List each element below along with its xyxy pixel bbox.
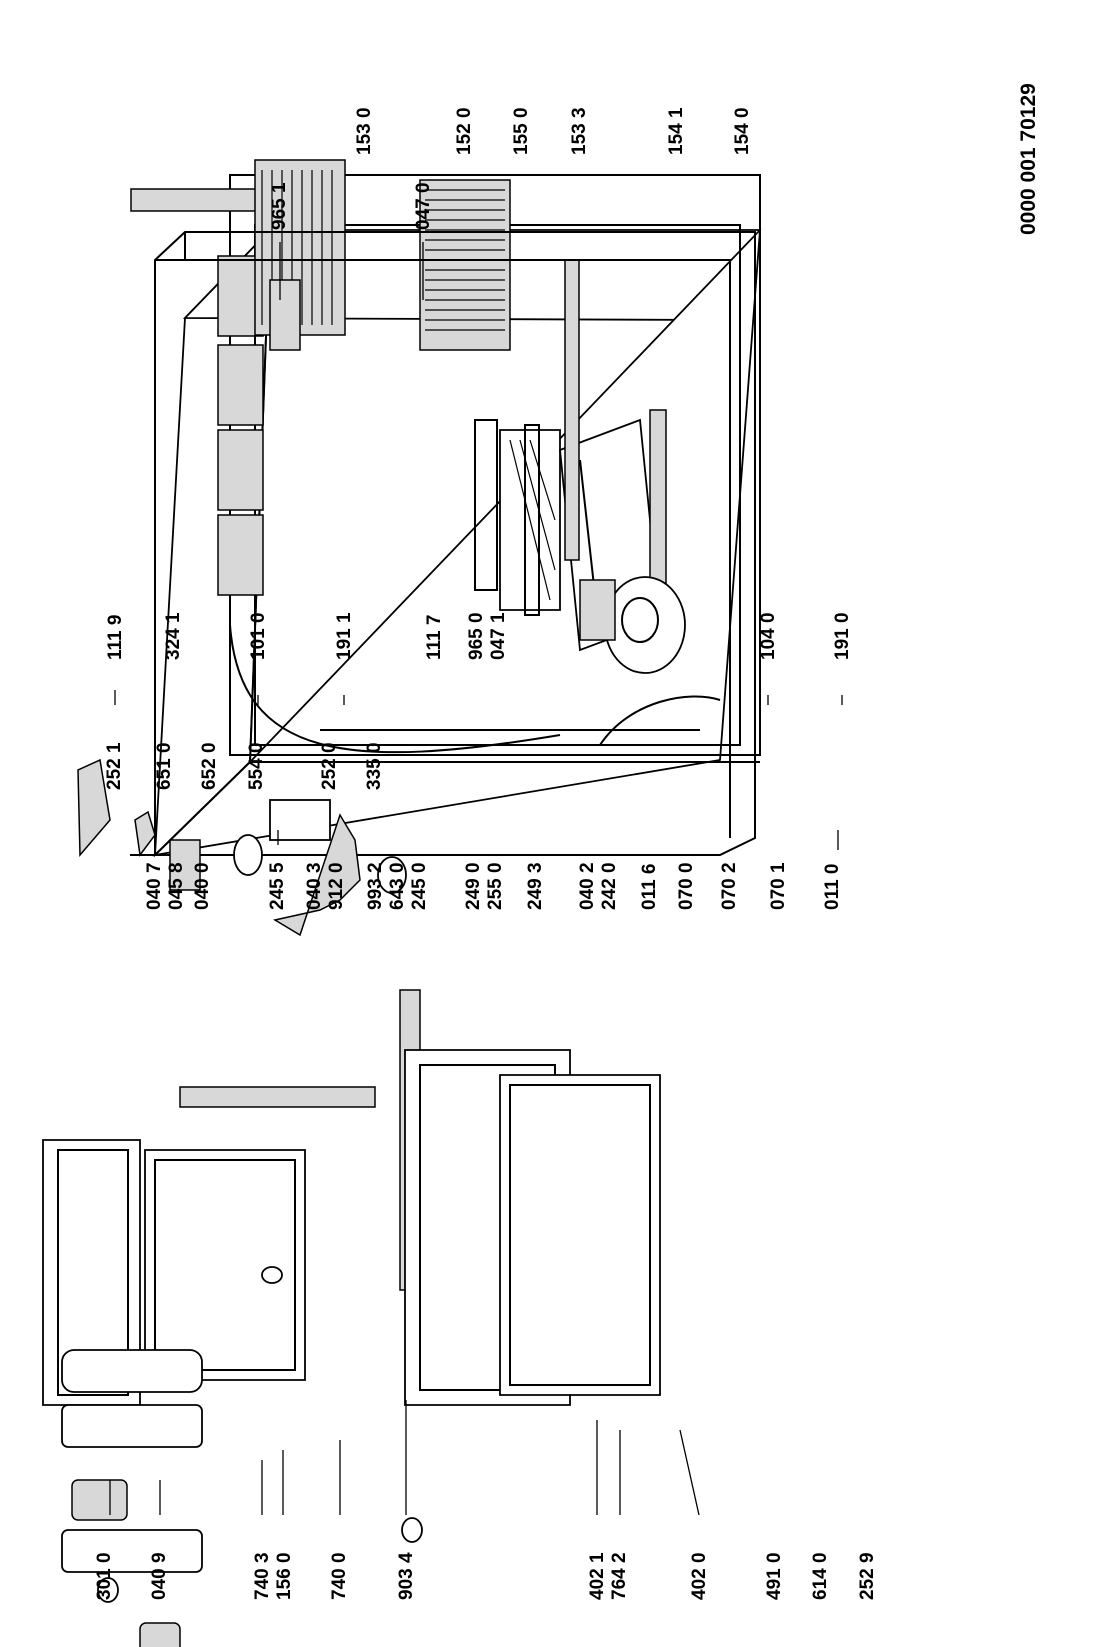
label-040-7: 040 7 [144, 862, 165, 910]
label-191-1: 191 1 [334, 612, 355, 660]
control-parts [77, 758, 407, 937]
label-047-0: 047 0 [413, 182, 434, 230]
label-156-0: 156 0 [274, 1552, 295, 1600]
label-191-0: 191 0 [832, 612, 853, 660]
leader-lines [109, 242, 843, 1516]
label-301-0: 301 0 [94, 1552, 115, 1600]
label-643-0: 643 0 [387, 862, 408, 910]
label-903-4: 903 4 [396, 1552, 417, 1600]
label-252-1: 252 1 [104, 742, 125, 790]
label-252-9: 252 9 [857, 1552, 878, 1600]
label-155-0: 155 0 [511, 107, 532, 155]
label-335-0: 335 0 [364, 742, 385, 790]
label-047-1: 047 1 [488, 612, 509, 660]
label-040-9: 040 9 [149, 1552, 170, 1600]
label-255-0: 255 0 [485, 862, 506, 910]
label-154-0: 154 0 [732, 107, 753, 155]
refrigerator-cabinet [130, 159, 762, 1291]
label-104-0: 104 0 [758, 612, 779, 660]
label-011-6: 011 6 [639, 864, 660, 911]
label-912-0: 912 0 [326, 862, 347, 910]
label-045-8: 045 8 [166, 862, 187, 910]
label-491-0: 491 0 [764, 1552, 785, 1600]
label-245-5: 245 5 [267, 862, 288, 910]
label-242-0: 242 0 [599, 862, 620, 910]
label-965-0: 965 0 [466, 612, 487, 660]
label-154-1: 154 1 [666, 107, 687, 155]
label-249-3: 249 3 [525, 862, 546, 910]
part-labels: 301 0 040 9 740 3 156 0 740 0 903 4 402 … [94, 83, 1040, 1600]
label-153-3: 153 3 [569, 107, 590, 155]
lower-door [401, 1049, 661, 1543]
label-764-2: 764 2 [609, 1552, 630, 1600]
label-040-0: 040 0 [192, 862, 213, 910]
label-402-1: 402 1 [587, 1552, 608, 1600]
label-101-0: 101 0 [248, 612, 269, 660]
label-245-0: 245 0 [409, 862, 430, 910]
label-554-0: 554 0 [246, 742, 267, 790]
label-740-0: 740 0 [329, 1552, 350, 1600]
label-040-3: 040 3 [304, 862, 325, 910]
cabinet-outline [130, 231, 756, 856]
label-993-2: 993 2 [365, 862, 386, 910]
label-740-3: 740 3 [252, 1552, 273, 1600]
label-651-0: 651 0 [154, 742, 175, 790]
label-011-0: 011 0 [822, 864, 843, 911]
label-402-0: 402 0 [689, 1552, 710, 1600]
label-249-0: 249 0 [463, 862, 484, 910]
label-070-0: 070 0 [676, 862, 697, 910]
label-152-0: 152 0 [454, 107, 475, 155]
label-652-0: 652 0 [199, 742, 220, 790]
label-614-0: 614 0 [810, 1552, 831, 1600]
label-153-0: 153 0 [354, 107, 375, 155]
label-252-0: 252 0 [319, 742, 340, 790]
label-324-1: 324 1 [163, 612, 184, 660]
label-040-2: 040 2 [577, 862, 598, 910]
label-965-1: 965 1 [269, 182, 290, 230]
label-111-7: 111 7 [424, 615, 445, 660]
door-shelves [61, 1349, 203, 1647]
upper-door [42, 1139, 306, 1603]
label-070-1: 070 1 [768, 862, 789, 910]
label-111-9: 111 9 [105, 615, 126, 660]
label-070-2: 070 2 [719, 862, 740, 910]
document-number: 0000 001 70129 [1017, 83, 1040, 235]
